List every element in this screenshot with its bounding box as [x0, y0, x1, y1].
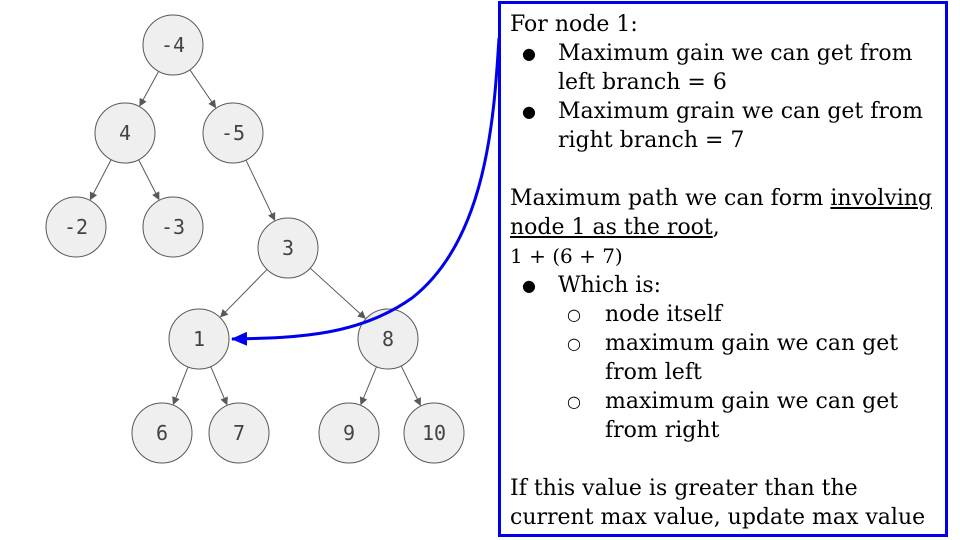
tree-node-label: 8 — [382, 327, 394, 351]
tree-node-root: -4 — [142, 14, 204, 76]
tree-node-neg5: -5 — [202, 102, 264, 164]
tree-edge — [219, 269, 268, 318]
component-gain-right: maximum gain we can get from right — [510, 387, 937, 445]
tree-node-7: 7 — [208, 402, 270, 464]
tree-node-label: 9 — [343, 421, 355, 445]
conclusion-text: If this value is greater than the curren… — [510, 476, 926, 530]
tree-node-label: 10 — [422, 421, 446, 445]
tree-node-circle — [202, 102, 264, 164]
node-1-pointer-arrow — [231, 37, 500, 346]
tree-node-8: 8 — [357, 308, 419, 370]
tree-node-4: 4 — [94, 102, 156, 164]
tree-edges — [89, 69, 421, 407]
components-list: node itself maximum gain we can get from… — [510, 300, 937, 445]
tree-node-circle — [318, 402, 380, 464]
max-path-suffix: , — [712, 215, 720, 240]
tree-node-label: -5 — [221, 121, 245, 145]
spacer — [510, 155, 937, 184]
tree-node-label: -4 — [161, 33, 185, 57]
tree-node-neg3: -3 — [142, 196, 204, 258]
tree-node-circle — [168, 308, 230, 370]
tree-node-3: 3 — [257, 217, 319, 279]
tree-edge — [400, 365, 421, 407]
binary-tree-diagram: -4 4 -5 -2 -3 3 1 8 6 7 9 10 — [45, 14, 500, 464]
branch-gain-list: Maximum gain we can get from left branch… — [510, 39, 937, 155]
max-path-underlined: involving node 1 as the root — [510, 186, 933, 240]
tree-node-circle — [94, 102, 156, 164]
which-is-item: Which is: — [510, 271, 937, 300]
tree-node-circle — [208, 402, 270, 464]
tree-node-circle — [45, 196, 107, 258]
tree-edge — [139, 71, 160, 107]
tree-edge — [359, 366, 377, 406]
spacer — [510, 445, 937, 474]
tree-node-neg2: -2 — [45, 196, 107, 258]
tree-node-circle — [357, 308, 419, 370]
tree-node-label: 7 — [233, 421, 245, 445]
explanation-panel: For node 1: Maximum gain we can get from… — [498, 1, 948, 537]
tree-edge — [245, 159, 276, 221]
tree-node-label: 1 — [193, 327, 205, 351]
tree-edge — [309, 267, 366, 319]
tree-edge — [138, 159, 160, 201]
tree-node-10: 10 — [403, 402, 465, 464]
tree-node-label: 3 — [282, 236, 294, 260]
component-gain-left: maximum gain we can get from left — [510, 329, 937, 387]
left-branch-gain-item: Maximum gain we can get from left branch… — [510, 39, 937, 97]
tree-edge — [210, 366, 228, 406]
tree-node-circle — [403, 402, 465, 464]
tree-edge — [89, 159, 112, 201]
which-is-list: Which is: — [510, 271, 937, 300]
tree-node-circle — [142, 14, 204, 76]
path-formula: 1 + (6 + 7) — [510, 244, 623, 268]
tree-node-1: 1 — [168, 308, 230, 370]
right-branch-gain-item: Maximum grain we can get from right bran… — [510, 97, 937, 155]
tree-node-circle — [257, 217, 319, 279]
tree-node-label: 4 — [119, 121, 131, 145]
tree-node-label: -3 — [161, 215, 185, 239]
tree-node-label: -2 — [64, 215, 88, 239]
tree-node-9: 9 — [318, 402, 380, 464]
component-node-itself: node itself — [510, 300, 937, 329]
tree-edge — [189, 69, 217, 109]
tree-edge — [172, 366, 189, 406]
max-path-prefix: Maximum path we can form — [510, 186, 831, 211]
tree-node-circle — [131, 402, 193, 464]
tree-node-label: 6 — [156, 421, 168, 445]
tree-node-circle — [142, 196, 204, 258]
tree-node-6: 6 — [131, 402, 193, 464]
max-path-statement: Maximum path we can form involving node … — [510, 184, 937, 242]
panel-heading: For node 1: — [510, 12, 638, 37]
tree-nodes: -4 4 -5 -2 -3 3 1 8 6 7 9 10 — [45, 14, 465, 464]
